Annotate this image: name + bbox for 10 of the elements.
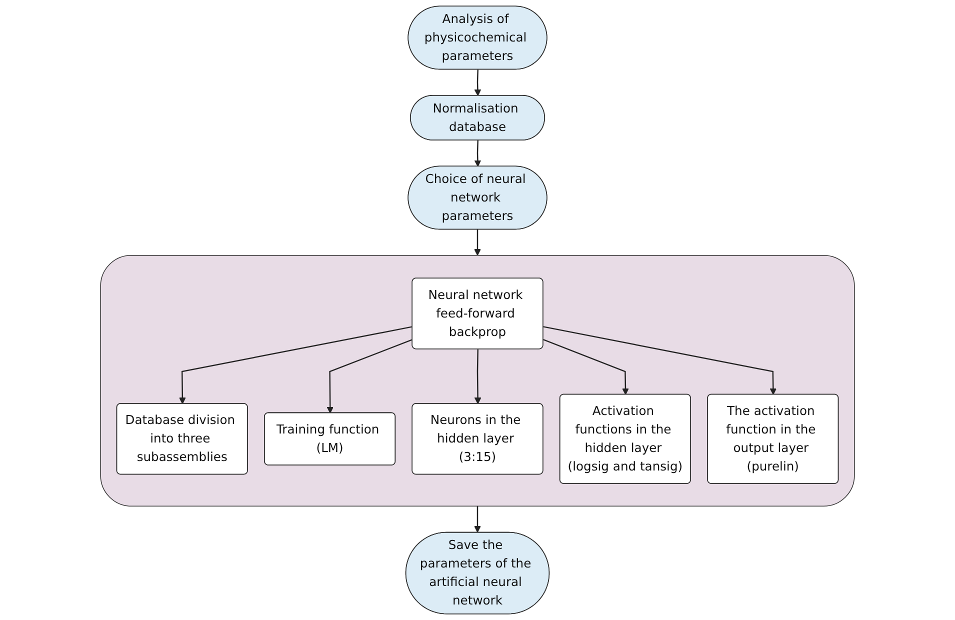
cluster — [100, 255, 855, 507]
arrow — [474, 506, 481, 533]
arrow — [326, 338, 413, 414]
arrow — [474, 229, 481, 256]
arrow — [543, 338, 629, 395]
arrow — [474, 140, 482, 167]
arrow — [474, 70, 482, 96]
arrow — [474, 349, 482, 404]
arrow — [179, 326, 413, 404]
arrow — [543, 326, 777, 395]
